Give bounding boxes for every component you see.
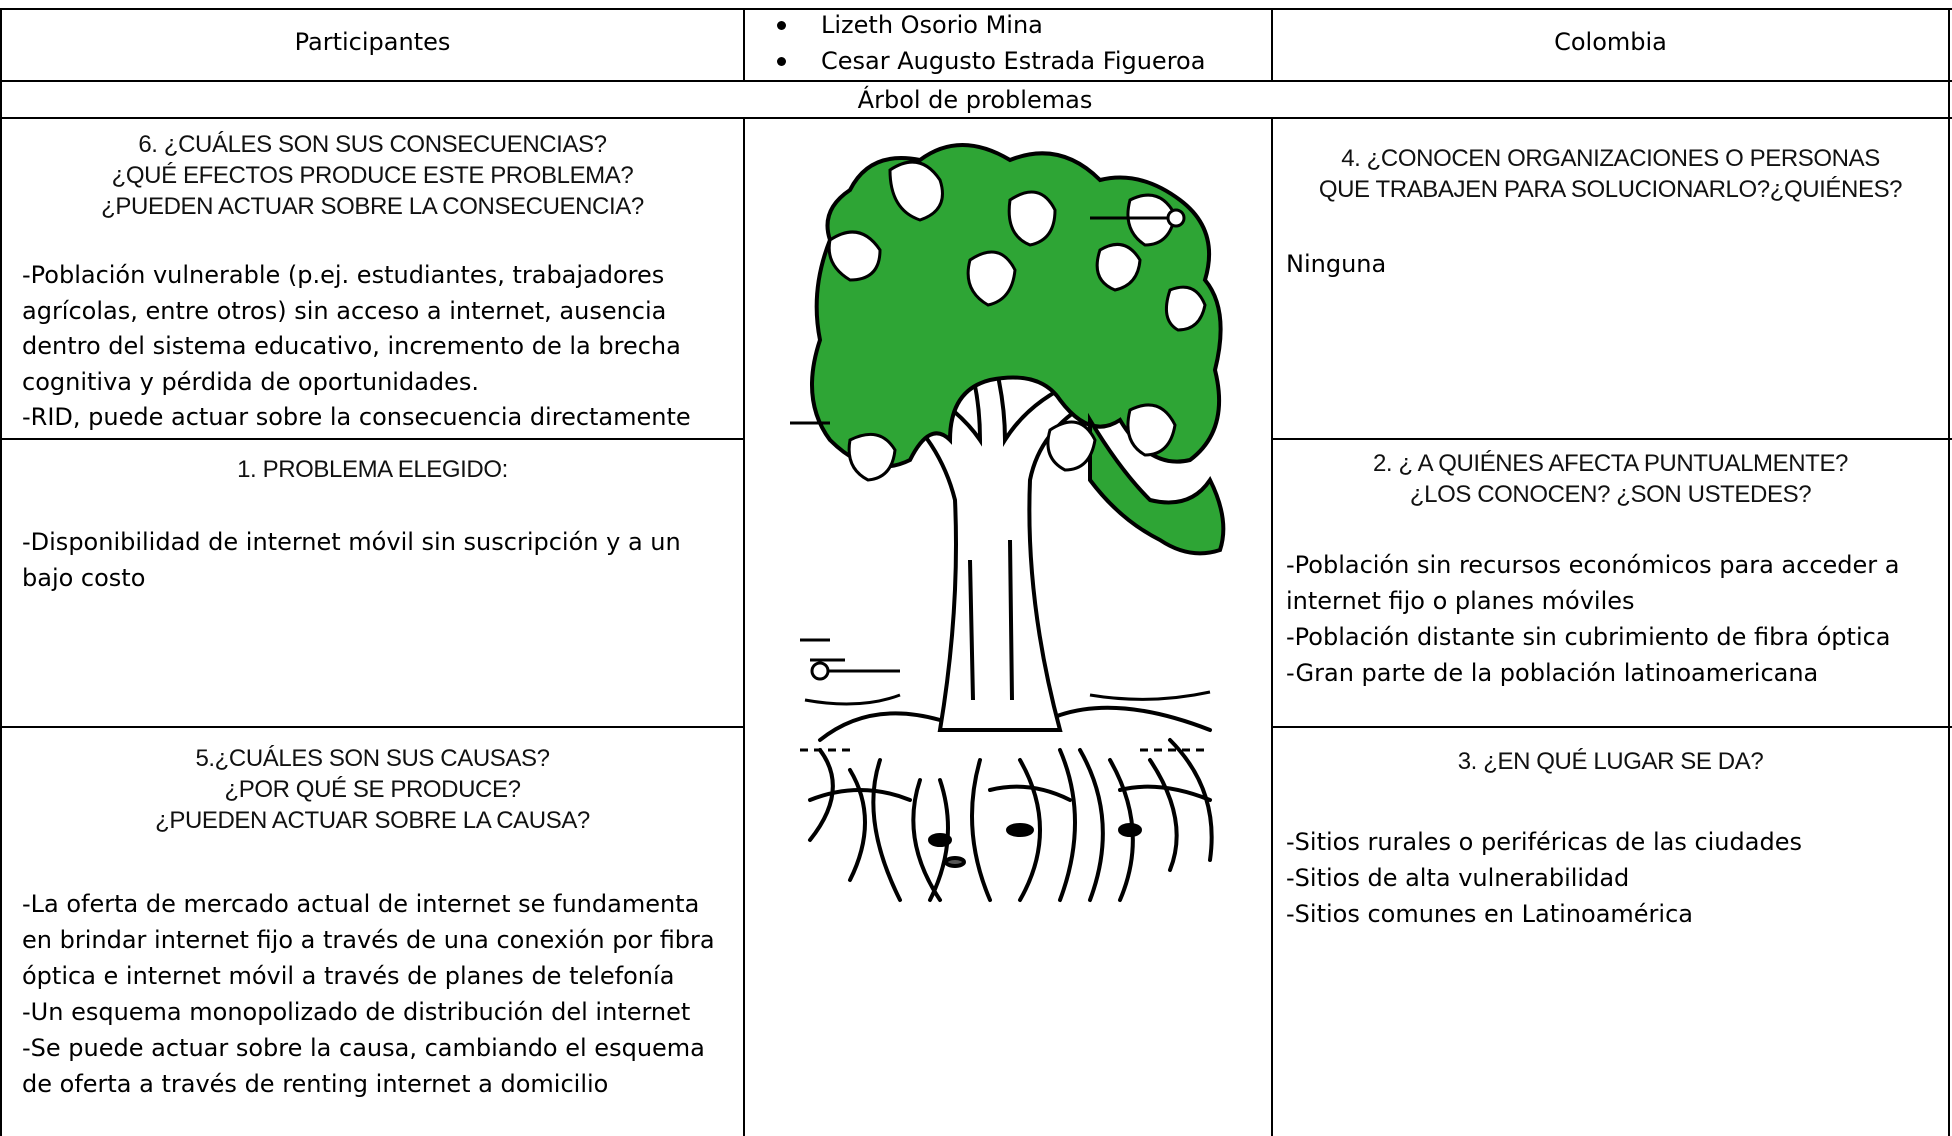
table-right-border — [1948, 8, 1950, 1136]
tree-roots — [808, 705, 1214, 902]
table-top-border — [0, 8, 1952, 10]
column-divider-2-header — [1271, 8, 1273, 82]
q4-heading: 4. ¿CONOCEN ORGANIZACIONES O PERSONAS QU… — [1318, 145, 1903, 203]
tree-ground — [800, 638, 1211, 752]
q6-heading: 6. ¿CUÁLES SON SUS CONSECUENCIAS? ¿QUÉ E… — [101, 131, 644, 220]
q1-heading: 1. PROBLEMA ELEGIDO: — [237, 456, 508, 483]
q1-answer: -Disponibilidad de internet móvil sin su… — [22, 528, 681, 592]
q5-answer: -La oferta de mercado actual de internet… — [22, 890, 715, 1098]
row-divider-right-1 — [1272, 438, 1952, 440]
row-divider-right-2 — [1272, 726, 1952, 728]
country-value: Colombia — [1554, 28, 1667, 56]
row-divider-left-1 — [0, 438, 744, 440]
column-divider-1-header — [743, 8, 745, 82]
row-divider-header — [0, 80, 1952, 82]
tree-callouts — [790, 208, 1186, 681]
q5-heading: 5.¿CUÁLES SON SUS CAUSAS? ¿POR QUÉ SE PR… — [155, 745, 590, 834]
table-left-border — [0, 8, 2, 1136]
tree-title: Árbol de problemas — [857, 86, 1093, 114]
row-divider-title — [0, 117, 1952, 119]
tree-illustration — [790, 143, 1226, 902]
participant-item: Lizeth Osorio Mina — [745, 7, 1271, 43]
participants-list-cell: Lizeth Osorio Mina Cesar Augusto Estrada… — [745, 7, 1271, 79]
column-divider-1 — [743, 117, 745, 1136]
column-divider-2 — [1271, 117, 1273, 1136]
q2-answer: -Población sin recursos económicos para … — [1286, 551, 1900, 687]
q2-heading: 2. ¿ A QUIÉNES AFECTA PUNTUALMENTE? ¿LOS… — [1372, 450, 1848, 508]
q3-heading: 3. ¿EN QUÉ LUGAR SE DA? — [1457, 748, 1764, 775]
q6-answer: -Población vulnerable (p.ej. estudiantes… — [22, 261, 691, 431]
q4-answer: Ninguna — [1286, 250, 1387, 278]
tree-leaves — [827, 160, 1207, 482]
participants-list: Lizeth Osorio Mina Cesar Augusto Estrada… — [745, 7, 1271, 79]
row-divider-left-2 — [0, 726, 744, 728]
q3-answer: -Sitios rurales o periféricas de las ciu… — [1286, 828, 1802, 928]
participants-label: Participantes — [294, 28, 451, 56]
participant-item: Cesar Augusto Estrada Figueroa — [745, 43, 1271, 79]
